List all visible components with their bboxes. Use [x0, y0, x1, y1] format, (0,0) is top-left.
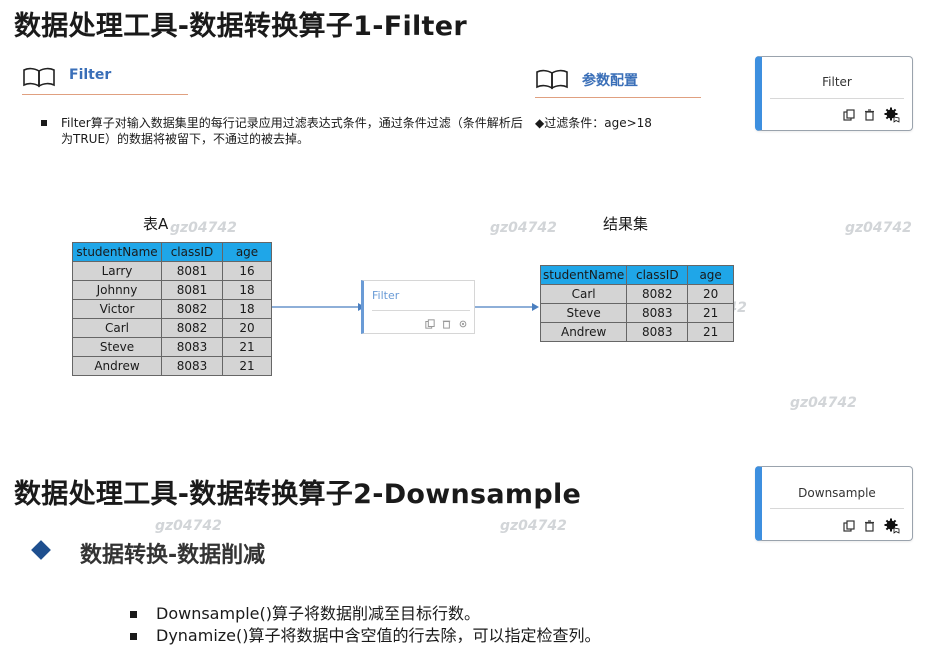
book-icon — [536, 69, 568, 90]
divider — [372, 310, 470, 311]
divider — [770, 98, 904, 99]
gear-icon — [459, 320, 467, 328]
column-header: classID — [626, 265, 689, 285]
table-header-row: studentName classID age — [539, 265, 734, 285]
page-title: 数据处理工具-数据转换算子1-Filter — [14, 11, 467, 42]
bullet-text: Downsample()算子将数据削减至目标行数。 — [156, 604, 480, 623]
flow-arrow — [474, 303, 539, 311]
watermark: gz04742 — [500, 518, 567, 534]
table-cell: 8083 — [161, 356, 223, 376]
bullet-square-icon — [130, 611, 137, 618]
column-header: classID — [161, 242, 223, 262]
table-cell: 18 — [222, 280, 272, 300]
watermark: gz04742 — [155, 518, 222, 534]
gear-icon[interactable] — [884, 518, 900, 534]
watermark: gz04742 — [490, 220, 557, 236]
column-header: studentName — [72, 242, 162, 262]
filter-node-card[interactable]: Filter — [755, 56, 913, 131]
node-card-title: Filter — [822, 75, 852, 89]
diamond-bullet-icon — [31, 540, 51, 560]
node-card-title: Downsample — [798, 486, 876, 500]
filter-section-heading: Filter — [69, 67, 112, 83]
watermark: gz04742 — [790, 395, 857, 411]
table-cell: 20 — [687, 284, 734, 304]
diagram-filter-node: Filter — [361, 280, 475, 334]
result-caption: 结果集 — [603, 215, 649, 233]
table-cell: Carl — [72, 318, 162, 338]
table-cell: 21 — [222, 356, 272, 376]
copy-icon — [425, 319, 435, 329]
divider — [22, 94, 188, 95]
param-condition: ◆过滤条件：age>18 — [535, 116, 652, 130]
bullet-square-icon — [130, 633, 137, 640]
table-cell: 8082 — [161, 299, 223, 319]
table-cell: 21 — [687, 303, 734, 323]
trash-icon[interactable] — [864, 520, 875, 532]
table-cell: 18 — [222, 299, 272, 319]
divider — [535, 97, 701, 98]
bullet-text: Dynamize()算子将数据中含空值的行去除，可以指定检查列。 — [156, 626, 601, 645]
flow-arrow — [272, 303, 365, 311]
filter-description: Filter算子对输入数据集里的每行记录应用过滤表达式条件，通过条件过滤（条件解… — [61, 116, 523, 146]
table-cell: 21 — [687, 322, 734, 342]
table-cell: Andrew — [539, 322, 628, 342]
table-cell: Larry — [72, 261, 162, 281]
table-cell: 8083 — [161, 337, 223, 357]
table-cell: Johnny — [72, 280, 162, 300]
gear-icon[interactable] — [884, 107, 900, 123]
table-cell: 21 — [222, 337, 272, 357]
bullet-square-icon — [41, 120, 47, 126]
table-cell: 20 — [222, 318, 272, 338]
table-cell: Steve — [539, 303, 628, 323]
table-cell: Steve — [72, 337, 162, 357]
table-cell: Andrew — [72, 356, 162, 376]
column-header: age — [222, 242, 272, 262]
table-cell: 8081 — [161, 261, 223, 281]
trash-icon — [442, 320, 451, 329]
table-cell: Carl — [539, 284, 628, 304]
book-icon — [23, 67, 55, 88]
table-a-caption: 表A — [143, 215, 169, 233]
watermark: gz04742 — [170, 220, 237, 236]
divider — [770, 508, 904, 509]
copy-icon[interactable] — [843, 520, 855, 532]
table-cell: 8081 — [161, 280, 223, 300]
watermark: gz04742 — [845, 220, 912, 236]
diagram-node-title: Filter — [372, 289, 400, 302]
trash-icon[interactable] — [864, 109, 875, 121]
param-section-heading: 参数配置 — [582, 73, 638, 89]
section-title: 数据处理工具-数据转换算子2-Downsample — [14, 479, 582, 510]
table-cell: 8083 — [626, 303, 689, 323]
column-header: studentName — [539, 265, 628, 285]
table-cell: 8082 — [161, 318, 223, 338]
table-cell: Victor — [72, 299, 162, 319]
column-header: age — [687, 265, 734, 285]
table-cell: 8082 — [626, 284, 689, 304]
subsection-title: 数据转换-数据削减 — [80, 543, 266, 568]
table-cell: 16 — [222, 261, 272, 281]
table-cell: 8083 — [626, 322, 689, 342]
downsample-node-card[interactable]: Downsample — [755, 466, 913, 541]
table-header-row: studentName classID age — [72, 242, 272, 262]
copy-icon[interactable] — [843, 109, 855, 121]
